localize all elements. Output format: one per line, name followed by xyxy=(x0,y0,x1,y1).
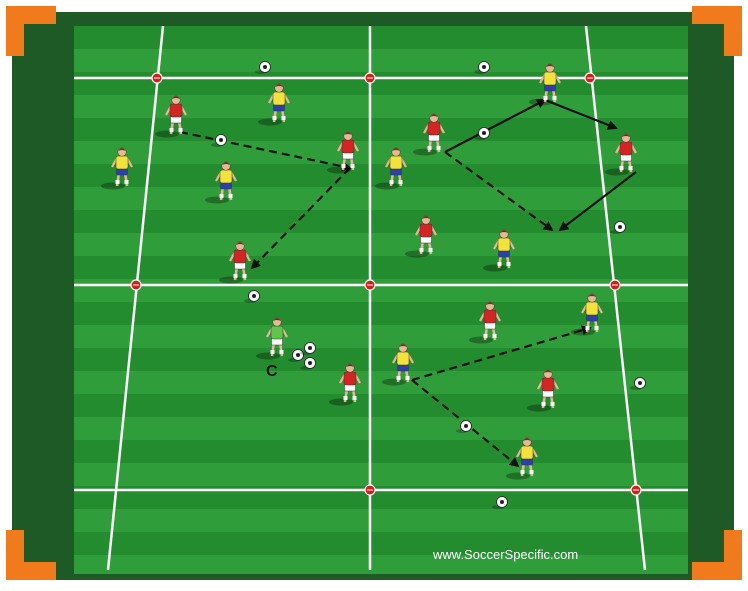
grass-stripe xyxy=(74,394,688,417)
coach-label: C xyxy=(266,363,278,380)
cone-icon xyxy=(152,73,162,83)
grass-stripe xyxy=(74,440,688,463)
cone-icon xyxy=(585,73,595,83)
grass-stripe xyxy=(74,26,688,49)
cone-icon xyxy=(365,280,375,290)
grass-stripe xyxy=(74,348,688,371)
cone-icon xyxy=(610,280,620,290)
watermark: www.SoccerSpecific.com xyxy=(432,547,578,562)
grass-stripe xyxy=(74,532,688,555)
grass-stripe xyxy=(74,256,688,279)
cone-icon xyxy=(365,73,375,83)
grass-stripe xyxy=(74,210,688,233)
cone-icon xyxy=(631,485,641,495)
cone-icon xyxy=(365,485,375,495)
grass-stripe xyxy=(74,72,688,95)
cone-icon xyxy=(131,280,141,290)
